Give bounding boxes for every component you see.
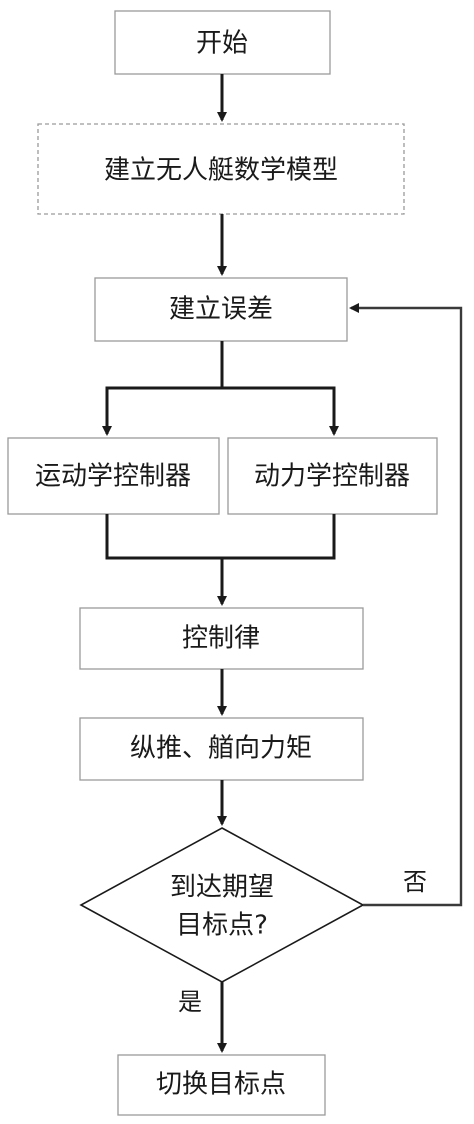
switch-target-label: 切换目标点 — [156, 1070, 286, 1100]
start-node-label: 开始 — [196, 29, 248, 59]
thrust-node: 纵推、艏向力矩 — [79, 717, 364, 781]
thrust-node-label: 纵推、艏向力矩 — [130, 734, 312, 764]
yes-label: 是 — [178, 988, 202, 1016]
error-node-label: 建立误差 — [169, 295, 273, 325]
start-node: 开始 — [114, 10, 331, 75]
model-node: 建立无人艇数学模型 — [37, 123, 405, 215]
decision-label-line2: 目标点? — [176, 911, 268, 941]
decision-node: 到达期望 目标点? — [79, 827, 365, 983]
dynamic-controller-label: 动力学控制器 — [254, 462, 410, 492]
dynamic-controller-node: 动力学控制器 — [227, 437, 438, 515]
switch-target-node: 切换目标点 — [117, 1054, 326, 1116]
edge-kinematic-merge — [105, 514, 222, 560]
decision-label-line1: 到达期望 — [170, 873, 274, 903]
control-law-node: 控制律 — [79, 607, 364, 670]
kinematic-controller-node: 运动学控制器 — [7, 437, 220, 515]
model-node-label: 建立无人艇数学模型 — [104, 156, 338, 186]
kinematic-controller-label: 运动学控制器 — [35, 462, 191, 492]
edge-split-kinematic — [102, 386, 222, 436]
no-label: 否 — [403, 868, 427, 896]
control-law-label: 控制律 — [182, 624, 260, 654]
error-node: 建立误差 — [94, 277, 348, 342]
edge-split-dynamic — [222, 386, 339, 436]
edge-decision-no-loop — [349, 303, 463, 907]
edge-dynamic-merge — [222, 514, 336, 560]
